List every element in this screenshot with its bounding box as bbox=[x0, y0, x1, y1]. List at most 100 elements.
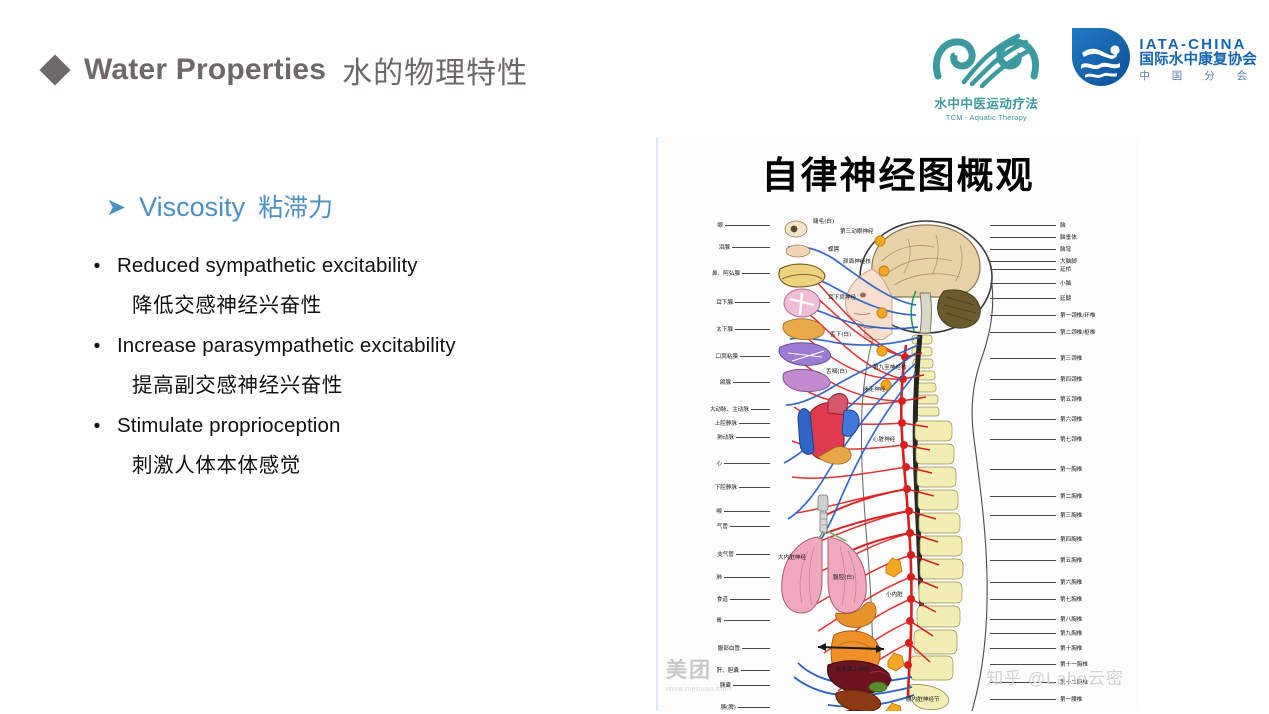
figure-leader-line bbox=[990, 560, 1056, 561]
figure-label: 口窝粘膜 bbox=[715, 354, 738, 360]
list-item: • Reduced sympathetic excitability 降低交感神… bbox=[92, 254, 632, 318]
figure-label: 腰内脏神经节 bbox=[906, 697, 940, 703]
figure-leader-line bbox=[736, 554, 770, 555]
figure-leader-line bbox=[990, 633, 1056, 634]
figure-label: 大脑脚 bbox=[1060, 259, 1077, 265]
bullet-dot-icon: • bbox=[93, 336, 101, 357]
bullet-english: Increase parasympathetic excitability bbox=[117, 334, 456, 357]
figure-leader-line bbox=[990, 619, 1056, 620]
figure-leader-line bbox=[738, 707, 770, 708]
figure-label: 第二颈椎/枢椎 bbox=[1060, 330, 1096, 336]
figure-leader-line bbox=[990, 439, 1056, 440]
figure-label: 脑垂体 bbox=[1060, 235, 1077, 241]
figure-label: 耳下窝神经 bbox=[828, 295, 856, 301]
section-subheading: ➤ Viscosity 粘滞力 bbox=[106, 188, 333, 224]
figure-label: 肺 bbox=[716, 575, 722, 581]
figure-label: 第一颈椎/环椎 bbox=[1060, 313, 1096, 319]
swimmer-logo-icon bbox=[1070, 26, 1132, 93]
watermark-zhihu: 知乎 @Labo云密 bbox=[986, 669, 1124, 688]
bullet-english: Stimulate proprioception bbox=[117, 414, 341, 437]
figure-leader-line bbox=[990, 269, 1056, 270]
figure-label: 大动脉、主动脉 bbox=[709, 407, 749, 413]
figure-leader-line bbox=[990, 399, 1056, 400]
figure-label: 第八胸椎 bbox=[1060, 617, 1083, 623]
figure-label: 迷走神经 bbox=[863, 387, 886, 393]
figure-label: 第二胸椎 bbox=[1060, 494, 1083, 500]
figure-label: 泪腺 bbox=[718, 245, 730, 251]
bullet-chinese: 刺激人体本体感觉 bbox=[132, 454, 301, 477]
figure-label: 脑穹 bbox=[1060, 247, 1072, 253]
figure-label: 第五胸椎 bbox=[1060, 558, 1083, 564]
figure-canvas: 眼泪腺鼻、阿弘腺耳下腺太下腺口窝粘膜颌腺大动脉、主动脉上腔静脉肺动脉心下腔静脉喉… bbox=[658, 195, 1138, 711]
figure-leader-line bbox=[725, 225, 770, 226]
figure-label: 第十二胸椎 bbox=[1060, 680, 1088, 686]
wave-logo-icon bbox=[930, 22, 1042, 92]
figure-leader-line bbox=[990, 249, 1056, 250]
title-chinese: 水的物理特性 bbox=[342, 57, 529, 90]
figure-label: 小脑 bbox=[1060, 281, 1072, 287]
watermark-meituan-url: www.meituan.com bbox=[666, 684, 732, 693]
figure-label: 延桥 bbox=[1060, 267, 1072, 273]
figure-label: 第九至神经核 bbox=[873, 365, 907, 371]
figure-leader-line bbox=[990, 283, 1056, 284]
figure-label: 第七颈椎 bbox=[1060, 437, 1083, 443]
figure-label: 肝、胆囊 bbox=[716, 668, 739, 674]
figure-label: 蝶腭 bbox=[828, 247, 840, 253]
figure-leader-line bbox=[990, 582, 1056, 583]
list-item: • Increase parasympathetic excitability … bbox=[92, 334, 632, 398]
figure-leader-line bbox=[990, 358, 1056, 359]
subheading-chinese: 粘滞力 bbox=[258, 194, 334, 222]
figure-label: 肠系膜上神经 bbox=[836, 667, 870, 673]
iata-chinese-line2: 中 国 分 会 bbox=[1139, 70, 1257, 83]
figure-label: 颜面神经核 bbox=[843, 259, 871, 265]
figure-label: 颌腺 bbox=[719, 380, 731, 386]
figure-label: 胰(脾) bbox=[720, 705, 736, 711]
figure-label: 下腔静脉 bbox=[714, 485, 737, 491]
figure-leader-line bbox=[990, 599, 1056, 600]
figure-leader-line bbox=[733, 382, 770, 383]
figure-leader-line bbox=[739, 487, 770, 488]
bullet-list: • Reduced sympathetic excitability 降低交感神… bbox=[92, 254, 632, 494]
subheading-english: Viscosity bbox=[139, 192, 246, 222]
figure-label: 喉 bbox=[716, 509, 722, 515]
figure-leader-line bbox=[735, 302, 770, 303]
figure-label: 耳下腺 bbox=[716, 300, 733, 306]
figure-label: 第三胸椎 bbox=[1060, 513, 1083, 519]
figure-leader-line bbox=[990, 682, 1056, 683]
figure-label: 第七胸椎 bbox=[1060, 597, 1083, 603]
diamond-bullet-icon bbox=[39, 54, 71, 86]
figure-label: 太下腺 bbox=[716, 327, 733, 333]
figure-label: 心脏神经 bbox=[873, 437, 896, 443]
arrow-right-icon: ➤ bbox=[106, 194, 127, 221]
figure-leader-line bbox=[990, 225, 1056, 226]
bullet-chinese: 提高副交感神经兴奋性 bbox=[132, 374, 343, 397]
figure-leader-line bbox=[730, 526, 770, 527]
figure-leader-line bbox=[990, 379, 1056, 380]
iata-english: IATA-CHINA bbox=[1139, 35, 1247, 53]
figure-leader-line bbox=[990, 332, 1056, 333]
figure-label: 第十一胸椎 bbox=[1060, 662, 1088, 668]
figure-label: 第六颈椎 bbox=[1060, 417, 1083, 423]
figure-label: 睫毛(白) bbox=[813, 219, 835, 225]
figure-label: 第一胸椎 bbox=[1060, 467, 1083, 473]
figure-label: 第一腰椎 bbox=[1060, 697, 1083, 703]
figure-label: 第三颈椎 bbox=[1060, 356, 1083, 362]
figure-leader-line bbox=[990, 469, 1056, 470]
logo-tcm-english: TCM - Aquatic Therapy bbox=[945, 113, 1027, 122]
figure-leader-line bbox=[742, 648, 770, 649]
figure-label: 支气管 bbox=[717, 552, 734, 558]
bullet-dot-icon: • bbox=[93, 416, 101, 437]
figure-leader-line bbox=[741, 670, 770, 671]
figure-label: 腹部血管 bbox=[717, 646, 740, 652]
figure-label: 延髓 bbox=[1060, 296, 1072, 302]
figure-leader-line bbox=[990, 298, 1056, 299]
figure-leader-line bbox=[724, 577, 770, 578]
figure-leader-line bbox=[732, 247, 770, 248]
figure-leader-line bbox=[990, 419, 1056, 420]
figure-label: 第四颈椎 bbox=[1060, 377, 1083, 383]
figure-leader-line bbox=[990, 496, 1056, 497]
figure-label: 第三动眼神经 bbox=[840, 229, 874, 235]
figure-label: 肺动脉 bbox=[717, 435, 734, 441]
figure-leader-line bbox=[751, 409, 770, 410]
figure-leader-line bbox=[733, 685, 770, 686]
